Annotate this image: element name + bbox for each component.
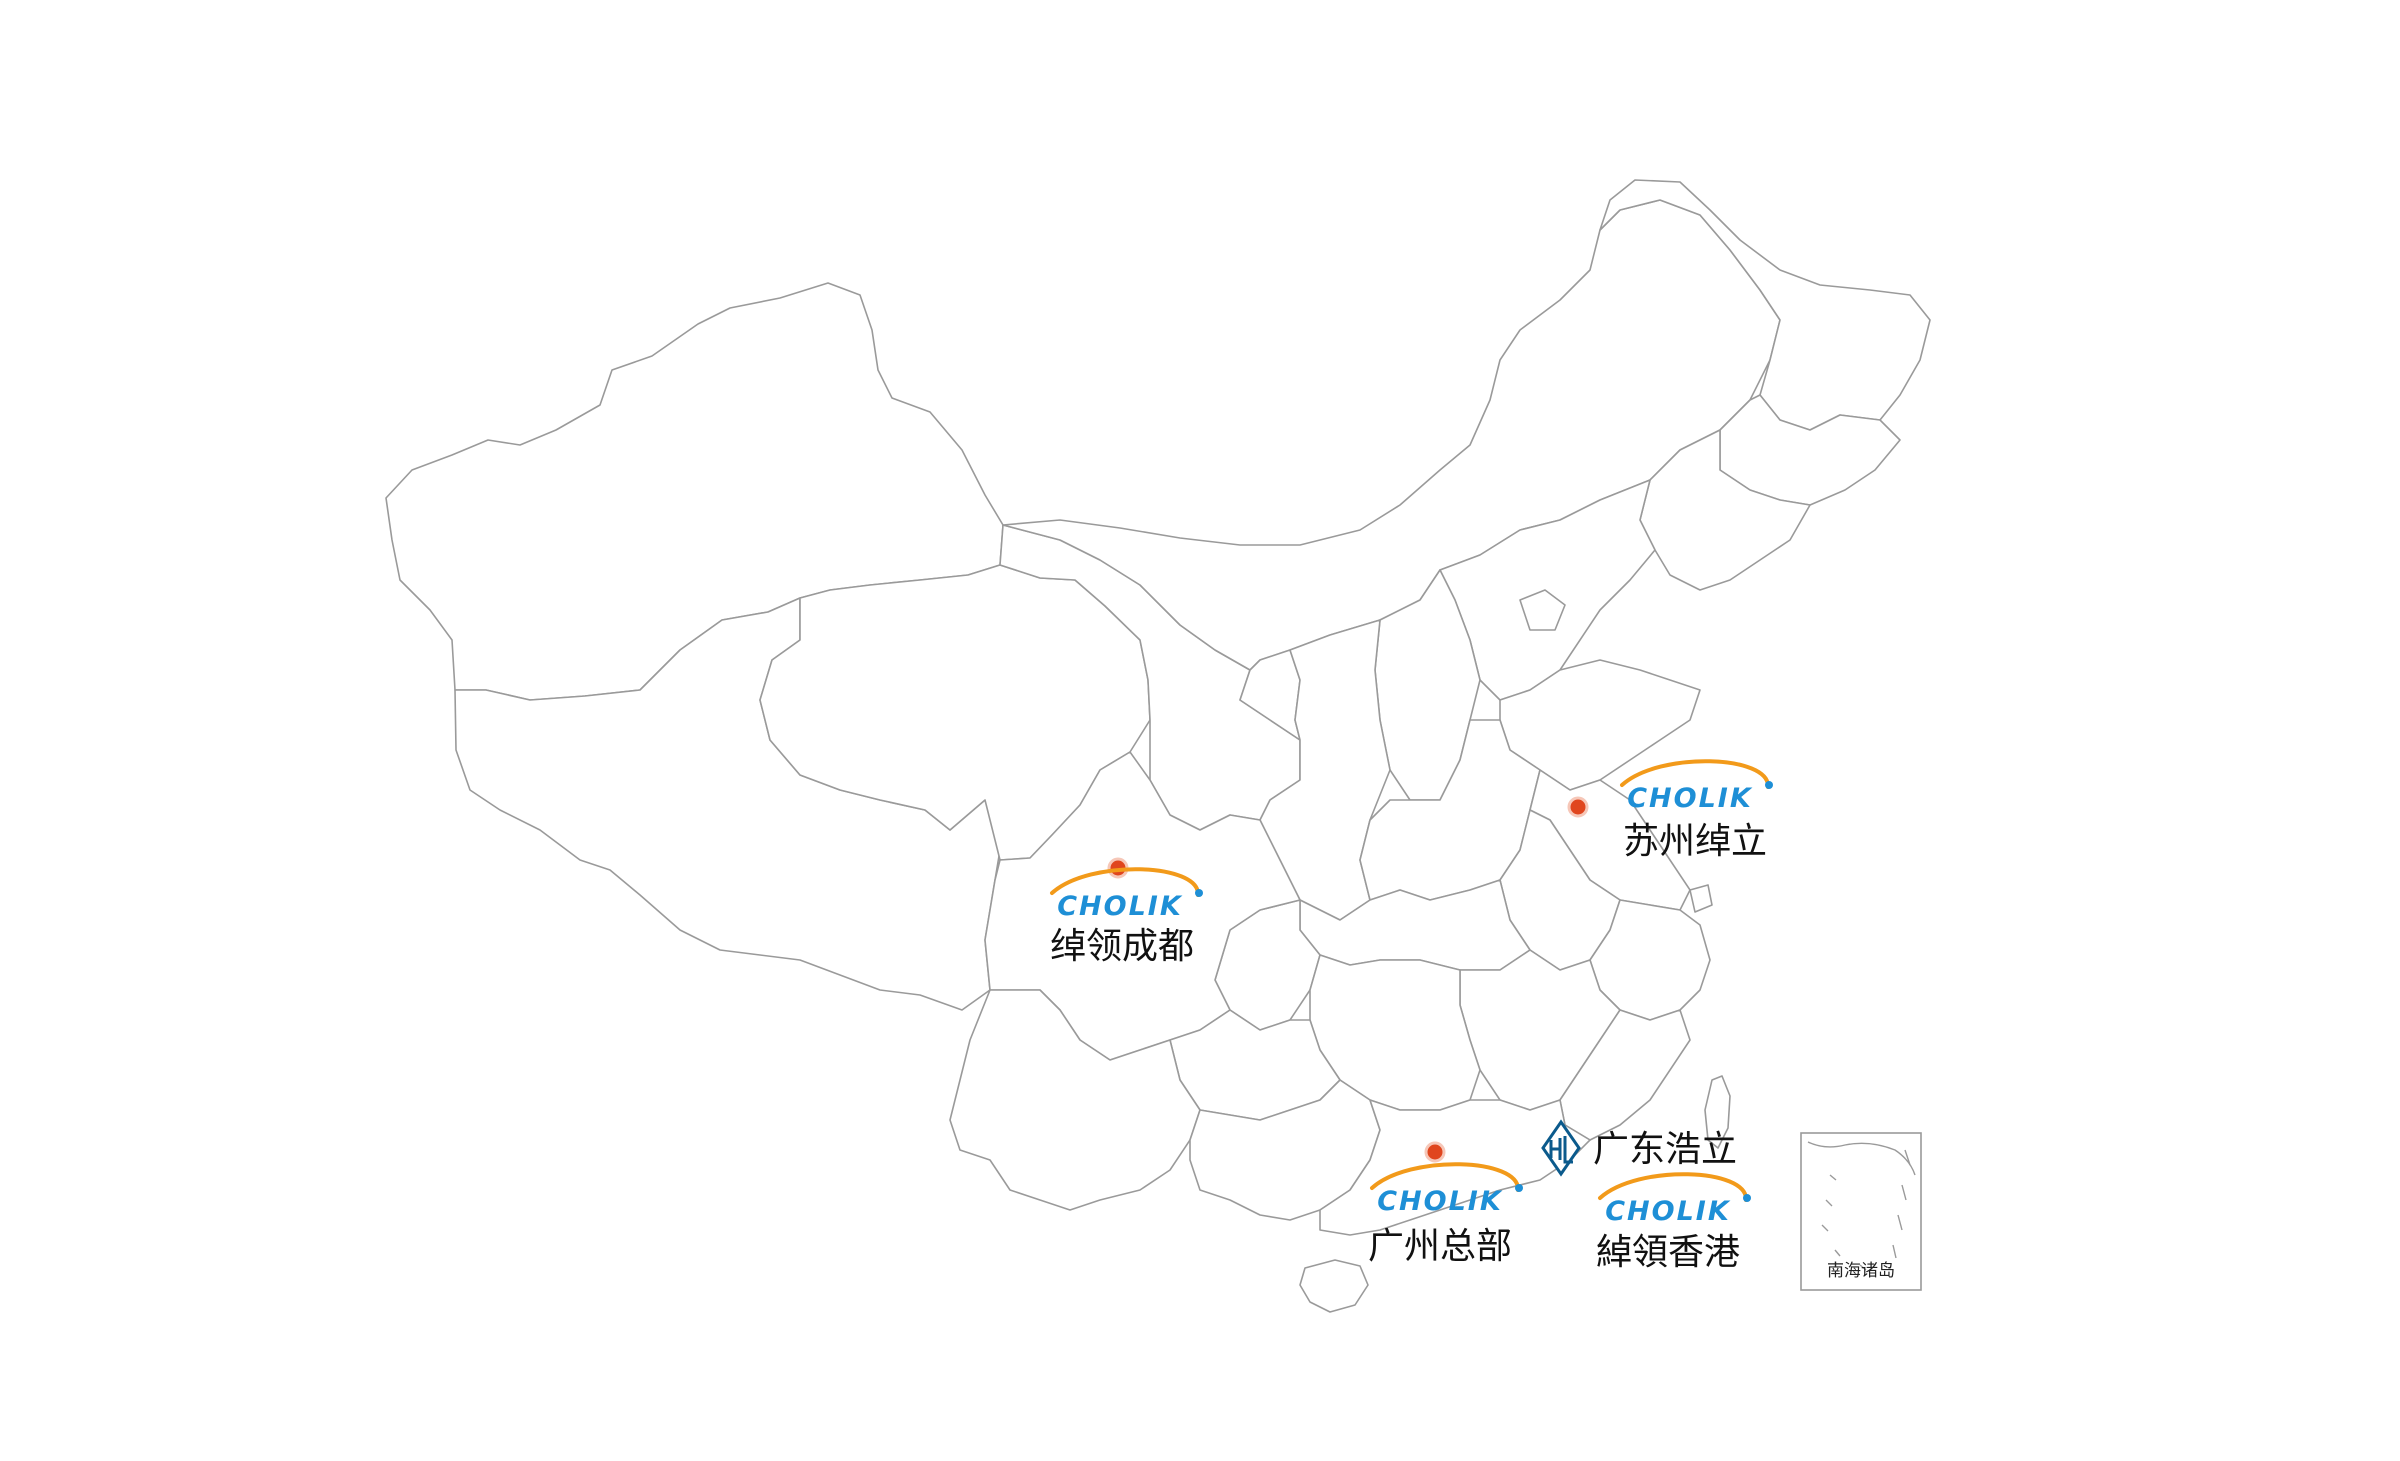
province-heilongjiang: [1599, 179, 1931, 431]
province-hainan: [1299, 1259, 1369, 1313]
location-label: 綽領香港: [1596, 1232, 1740, 1273]
inset-label: 南海诸岛: [1827, 1261, 1895, 1281]
location-marker[interactable]: [1567, 796, 1589, 818]
province-layer: [385, 179, 1931, 1313]
location-guangzhou[interactable]: 广州总部: [1368, 1141, 1525, 1267]
location-hongkong[interactable]: 綽領香港: [1596, 1172, 1753, 1273]
province-fujian: [1559, 1009, 1691, 1141]
location-guangdong[interactable]: 广东浩立: [1541, 1119, 1737, 1177]
cholik-logo: [1620, 759, 1775, 816]
province-taiwan: [1704, 1075, 1731, 1149]
location-label: 绰领成都: [1050, 926, 1194, 967]
location-label: 广州总部: [1368, 1226, 1512, 1267]
province-yunnan: [949, 989, 1201, 1211]
south-china-sea-inset: 南海诸岛: [1800, 1132, 1922, 1291]
hl-logo-icon: [1541, 1119, 1581, 1177]
location-label: 苏州绰立: [1623, 821, 1767, 862]
province-liaoning: [1639, 429, 1811, 591]
location-suzhou[interactable]: 苏州绰立: [1567, 759, 1775, 862]
location-chengdu[interactable]: 绰领成都: [1050, 857, 1205, 967]
location-marker[interactable]: [1424, 1141, 1446, 1163]
province-beijing: [1519, 589, 1566, 631]
location-label: 广东浩立: [1593, 1129, 1737, 1170]
province-shanghai: [1689, 884, 1713, 913]
cholik-logo: [1598, 1172, 1753, 1229]
